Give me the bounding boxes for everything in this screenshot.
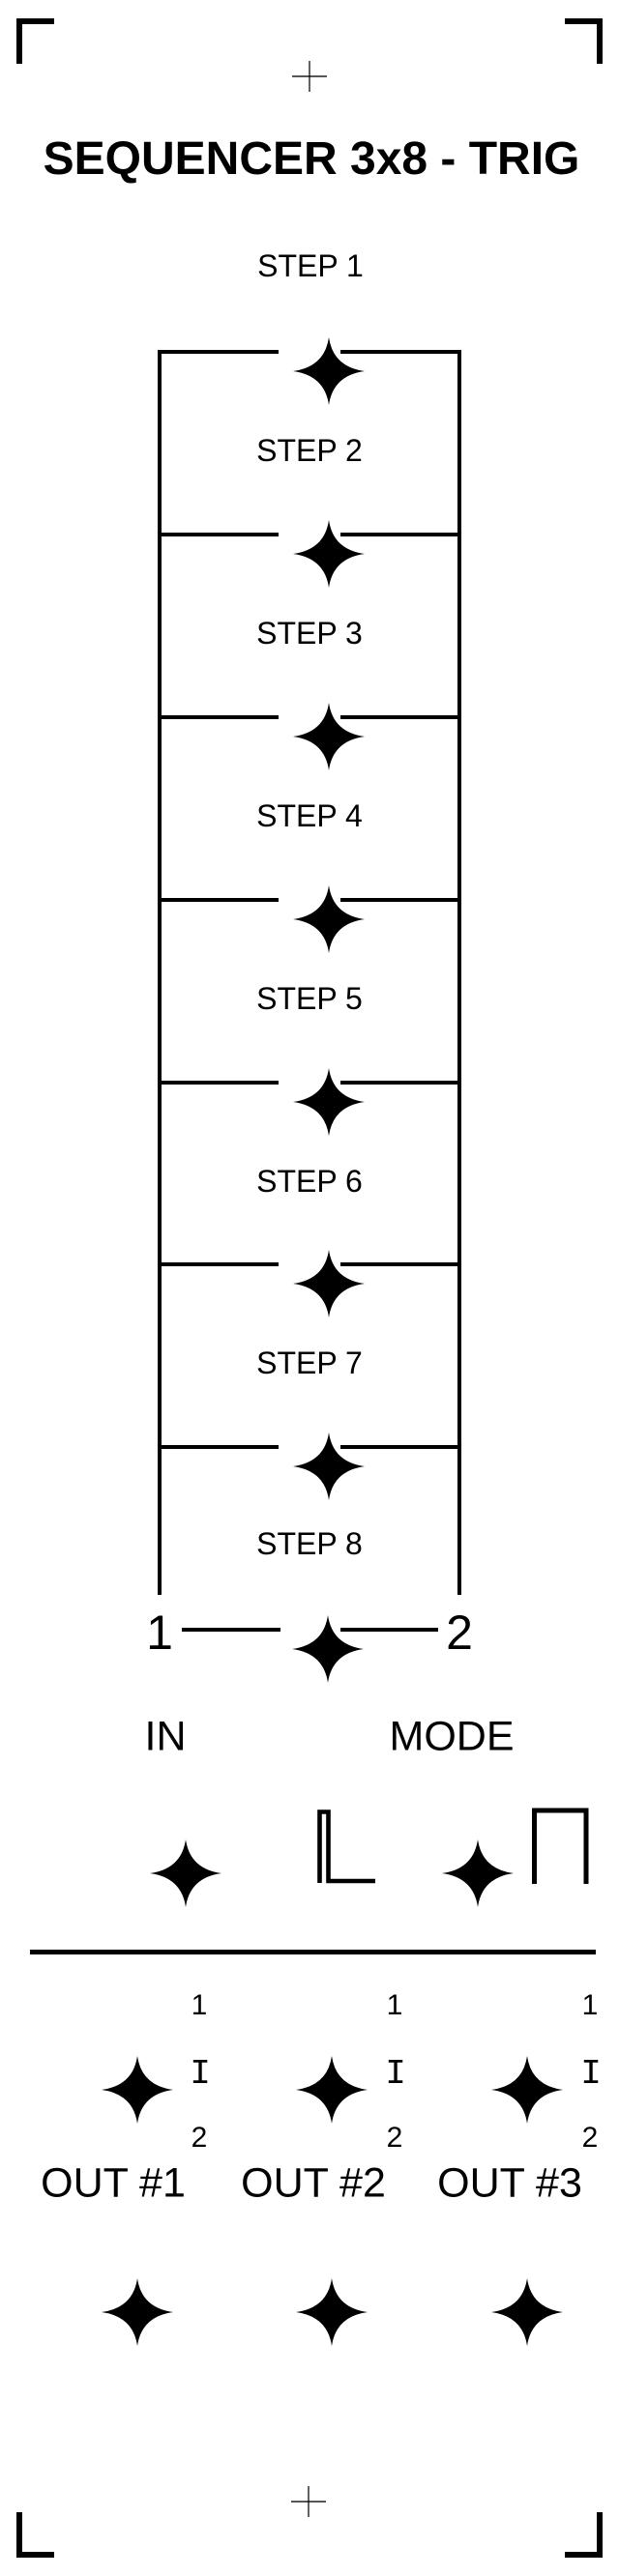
step-label-3: STEP 3: [256, 616, 363, 651]
out1-switch-pos-mid: I: [190, 2054, 211, 2094]
drill-crosshair-icon: [293, 2051, 368, 2125]
drill-crosshair-icon: [147, 1835, 221, 1908]
out1-label: OUT #1: [41, 2159, 186, 2207]
out2-switch-pos-mid: I: [385, 2054, 406, 2094]
step-row-line: [339, 1080, 461, 1085]
out3-switch-pos-1: 1: [581, 1989, 599, 2021]
corner-crop-mark: [16, 18, 54, 24]
out3-switch-pos-2: 2: [581, 2122, 599, 2154]
drill-crosshair-icon: [289, 1610, 365, 1684]
step-row-line: [158, 897, 280, 902]
step-label-5: STEP 5: [256, 981, 363, 1016]
step-row-line: [339, 532, 461, 536]
panel-title: SEQUENCER 3x8 - TRIG: [43, 133, 580, 185]
drill-crosshair-icon: [290, 1428, 365, 1501]
drill-crosshair-icon: [290, 698, 365, 770]
out1-switch-pos-1: 1: [191, 1989, 208, 2021]
grid-left-line: [158, 350, 162, 1595]
drill-crosshair-icon: [290, 881, 365, 953]
step-row-line: [339, 1445, 461, 1450]
corner-crop-mark: [597, 2512, 603, 2558]
step-row-line: [339, 1628, 439, 1633]
drill-crosshair-icon: [290, 1063, 365, 1136]
drill-crosshair-icon: [488, 2051, 563, 2125]
corner-crop-mark: [16, 2512, 22, 2558]
step-row-line: [158, 350, 280, 354]
step-label-7: STEP 7: [256, 1346, 363, 1380]
step-label-2: STEP 2: [256, 433, 363, 468]
step-row-line: [339, 897, 461, 902]
out1-switch-pos-2: 2: [191, 2122, 208, 2154]
out3-label: OUT #3: [437, 2159, 582, 2207]
drill-crosshair-icon: [99, 2051, 173, 2125]
step-row-line: [339, 1262, 461, 1267]
registration-cross-icon: [289, 2484, 328, 2519]
step-switch-position-right: 2: [446, 1606, 473, 1660]
step-row-line: [339, 350, 461, 354]
out2-switch-pos-1: 1: [386, 1989, 403, 2021]
corner-crop-mark: [16, 2552, 54, 2558]
trigger-pulse-waveform-icon: [317, 1809, 375, 1884]
step-row-line: [182, 1628, 280, 1633]
step-label-1: STEP 1: [257, 248, 364, 283]
mode-label: MODE: [389, 1713, 515, 1760]
drill-crosshair-icon: [99, 2273, 173, 2347]
step-row-line: [158, 1262, 280, 1267]
step-row-line: [339, 714, 461, 719]
corner-crop-mark: [565, 2552, 603, 2558]
drill-crosshair-icon: [290, 515, 365, 588]
step-switch-position-left: 1: [146, 1606, 173, 1660]
step-row-line: [158, 532, 280, 536]
corner-crop-mark: [565, 18, 603, 24]
clock-in-label: IN: [144, 1713, 187, 1760]
drill-crosshair-icon: [290, 1245, 365, 1318]
step-row-line: [158, 714, 280, 719]
corner-crop-mark: [16, 18, 22, 64]
grid-right-line: [457, 350, 462, 1595]
corner-crop-mark: [597, 18, 603, 64]
out2-switch-pos-2: 2: [386, 2122, 403, 2154]
drill-crosshair-icon: [439, 1835, 515, 1908]
step-row-line: [158, 1080, 280, 1085]
step-label-4: STEP 4: [256, 798, 363, 833]
out3-switch-pos-mid: I: [580, 2054, 602, 2094]
step-row-line: [158, 1445, 280, 1450]
section-divider-line: [30, 1950, 596, 1954]
registration-cross-icon: [290, 59, 329, 94]
step-label-6: STEP 6: [256, 1164, 363, 1199]
out2-label: OUT #2: [241, 2159, 386, 2207]
drill-crosshair-icon: [488, 2273, 563, 2347]
drill-crosshair-icon: [290, 333, 365, 405]
drill-crosshair-icon: [293, 2273, 368, 2347]
step-label-8: STEP 8: [256, 1526, 363, 1561]
gate-pulse-waveform-icon: [532, 1808, 589, 1884]
